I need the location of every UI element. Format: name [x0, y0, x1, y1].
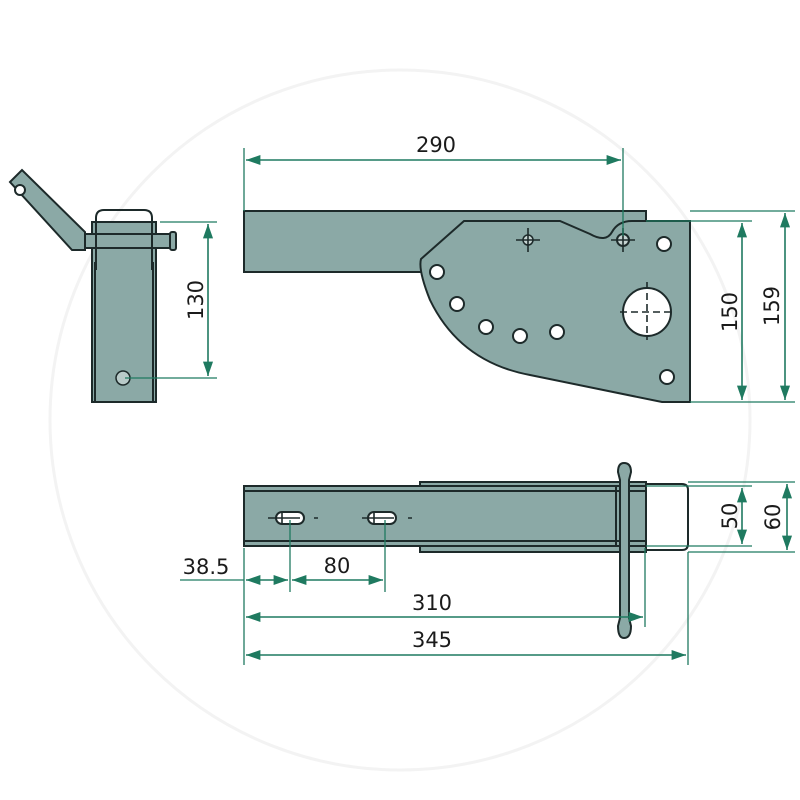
dim-label-60: 60 [761, 504, 785, 531]
crosshair-marks [516, 228, 635, 252]
dim-label-159: 159 [760, 286, 784, 326]
dim-label-310: 310 [412, 591, 452, 615]
top-pin [616, 461, 633, 640]
dim-label-130: 130 [184, 280, 208, 320]
side-plate [419, 220, 691, 403]
dim-label-290: 290 [416, 133, 456, 157]
front-view: 290 150 159 [243, 133, 795, 403]
plate-holes [429, 236, 675, 385]
watermark-circle [48, 68, 752, 772]
slot-holes [268, 511, 412, 525]
dim-label-38-5: 38.5 [183, 555, 230, 579]
top-view: 38.5 80 310 345 50 60 [180, 461, 795, 665]
side-view: 130 [8, 168, 217, 403]
locking-pin [84, 233, 174, 249]
u-clip [95, 209, 153, 270]
dim-label-80: 80 [324, 554, 351, 578]
dim-label-345: 345 [412, 628, 452, 652]
dim-label-50: 50 [718, 503, 742, 530]
lever-pin-hole [14, 184, 26, 196]
handle-lever [8, 168, 86, 251]
dim-label-150: 150 [718, 292, 742, 332]
bar-top [243, 485, 647, 547]
